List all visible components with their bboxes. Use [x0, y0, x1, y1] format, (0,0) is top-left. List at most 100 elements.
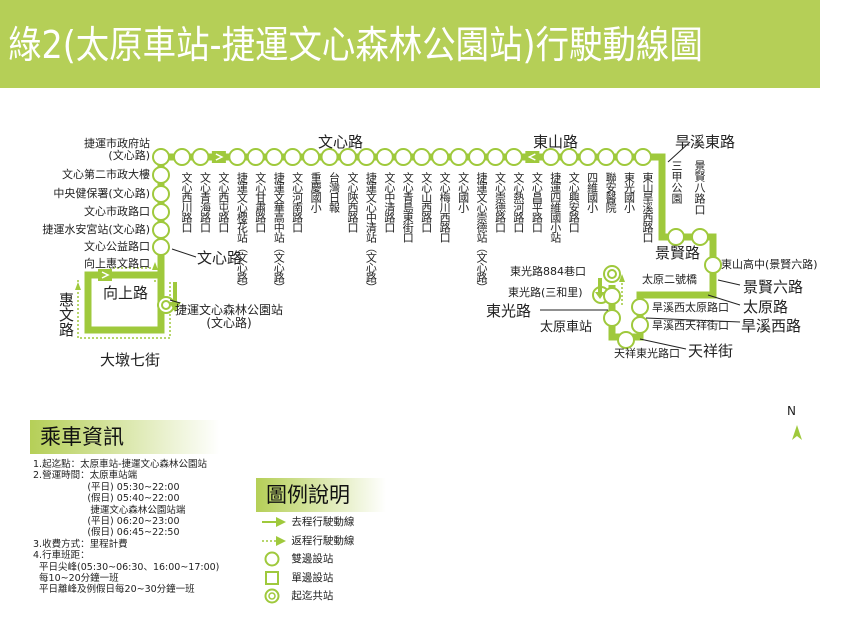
stop-tianxiang-dongguang: 天祥東光路口: [614, 347, 680, 360]
header-banner: 綠2(太原車站-捷運文心森林公園站)行駛動線圖: [0, 0, 820, 88]
stop-label: 文心河南路口: [290, 172, 304, 232]
stop-label: 文心甘肅路口: [253, 172, 267, 232]
arrow-down-icon: [595, 278, 605, 299]
stop-taiyuan-station: 太原車站: [540, 320, 593, 335]
north-label: N: [787, 404, 796, 418]
stop-label: 捷運四維國小站: [548, 172, 562, 242]
road-label-jingxian: 景賢路: [655, 244, 701, 262]
stop-label: 文心昌平路口: [530, 172, 544, 232]
circle-icon: [262, 551, 288, 567]
stop-dongguang-sanhe: 東光路(三和里): [508, 286, 583, 299]
square-icon: [262, 570, 288, 585]
info-line: 1.起迄點：太原車站-捷運文心森林公園站: [33, 459, 207, 470]
stop-marker: [631, 316, 649, 334]
stop-label: 東山旱溪西路口: [641, 172, 654, 242]
info-line: 3.收費方式：里程計費: [33, 538, 128, 550]
legend-item: 單邊設站: [262, 570, 333, 586]
stop-marker: [486, 148, 505, 166]
stop-marker: [617, 331, 635, 349]
stop-label: 台灣日報: [327, 172, 341, 212]
road-label-tianxiang: 天祥街: [688, 342, 734, 360]
stop-marker: [246, 148, 265, 166]
stop-marker: [152, 238, 170, 256]
legend-item: 起迄共站: [262, 588, 333, 604]
stop-hanxi-taiyuan: 旱溪西太原路口: [652, 301, 729, 314]
arrow-right-icon: [101, 271, 110, 279]
road-label-huiwen: 惠文路: [57, 292, 75, 337]
stop-marker: [560, 148, 579, 166]
stop-marker: [634, 148, 652, 166]
route-loop-line: [84, 271, 165, 334]
stop-marker: [320, 148, 339, 166]
stop-label: 文心青海路口: [198, 172, 212, 232]
stop-label: 文心中清路口: [382, 172, 396, 232]
stop-marker: [468, 148, 487, 166]
stop-label: 聯安醫院: [604, 172, 618, 212]
stop-marker: [152, 221, 170, 239]
road-label-wenxin: 文心路: [318, 133, 364, 151]
stop-marker: [394, 148, 413, 166]
stop-marker: [431, 148, 450, 166]
stop-marker: [667, 228, 685, 246]
one-way-stop-marker: [211, 151, 226, 163]
stop-marker: [302, 148, 321, 166]
stop-marker: [541, 148, 560, 166]
stop-marker: [412, 148, 431, 166]
stop-label: 文心西屯路口: [216, 172, 230, 232]
arrow-up-icon: [619, 274, 625, 282]
pointer-arrows: [169, 141, 741, 350]
legend-label: 單邊設站: [288, 571, 334, 584]
north-arrow-icon: [792, 425, 802, 440]
stop-marker: [191, 148, 210, 166]
stop-terminal-forest-park: 捷運文心森林公園站 (文心路): [175, 303, 284, 330]
road-label-dongguang: 東光路: [486, 302, 532, 320]
stop-marker: [615, 148, 634, 166]
stop-label: 捷運文心崇德站︵文心路︶: [475, 172, 489, 292]
stop-label: 向上惠文路口: [84, 257, 150, 270]
road-label-taiyuan: 太原路: [743, 298, 789, 316]
terminal-stop-marker-inner: [607, 269, 617, 279]
info-line: 平日離峰及例假日每20~30分鐘一班: [33, 584, 195, 596]
info-line: (假日) 05:40~22:00: [33, 493, 180, 505]
stop-label: 文心陝西路口: [345, 172, 359, 232]
legend-label: 返程行駛動線: [288, 534, 355, 547]
stop-marker: [597, 148, 616, 166]
one-way-stop-marker: [525, 151, 540, 163]
dotted-arrow-icon: [262, 535, 288, 547]
info-line: (平日) 05:30~22:00: [33, 481, 180, 493]
stop-label: 文心市政路口: [84, 205, 150, 218]
stop-marker: [228, 148, 247, 166]
info-line: 平日尖峰(05:30~06:30、16:00~17:00): [33, 561, 220, 573]
road-label-hanxi-east: 旱溪東路: [675, 133, 736, 151]
stop-label: 東光國小: [622, 172, 636, 212]
stop-label: 文心興安路口: [567, 172, 581, 232]
stop-label: 文心國小: [456, 172, 470, 212]
stop-marker: [504, 148, 523, 166]
stop-hanxi-tianxiang: 旱溪西天祥街口: [652, 319, 729, 332]
stop-marker: [338, 148, 357, 166]
stop-marker: [449, 148, 468, 166]
legend-item: 去程行駛動線: [262, 514, 354, 529]
stop-label: 文心公益路口: [84, 240, 150, 253]
stop-label: 捷運市政府站 (文心路): [84, 137, 150, 162]
stop-jingxian8: 景賢八路口: [693, 160, 706, 215]
arrow-up-icon: [75, 282, 81, 290]
stop-label: 捷運水安宮站(文心路): [42, 223, 150, 236]
legend-label: 去程行駛動線: [288, 516, 355, 528]
stop-dongguang-884: 東光路884巷口: [510, 265, 586, 278]
stop-label: 文心梅川西路口: [438, 172, 452, 242]
info-line: (假日) 06:45~22:50: [33, 527, 180, 539]
stop-taiyuan-bridge2: 太原二號橋: [642, 273, 697, 286]
stop-marker: [265, 148, 284, 166]
stop-label: 捷運文華高中站︵文心路︶: [272, 172, 286, 292]
road-label-jingxian6: 景賢六路: [743, 278, 804, 296]
arrow-down-icon: [169, 282, 181, 312]
stop-label: 文心第二市政大樓: [62, 168, 150, 181]
road-label-xiangshang: 向上路: [103, 284, 149, 302]
direction-arrows: [75, 262, 625, 312]
stop-marker: [691, 228, 709, 246]
stop-marker: [152, 166, 170, 184]
stop-label: 捷運文心櫻花站︵文心路︶: [235, 172, 249, 292]
